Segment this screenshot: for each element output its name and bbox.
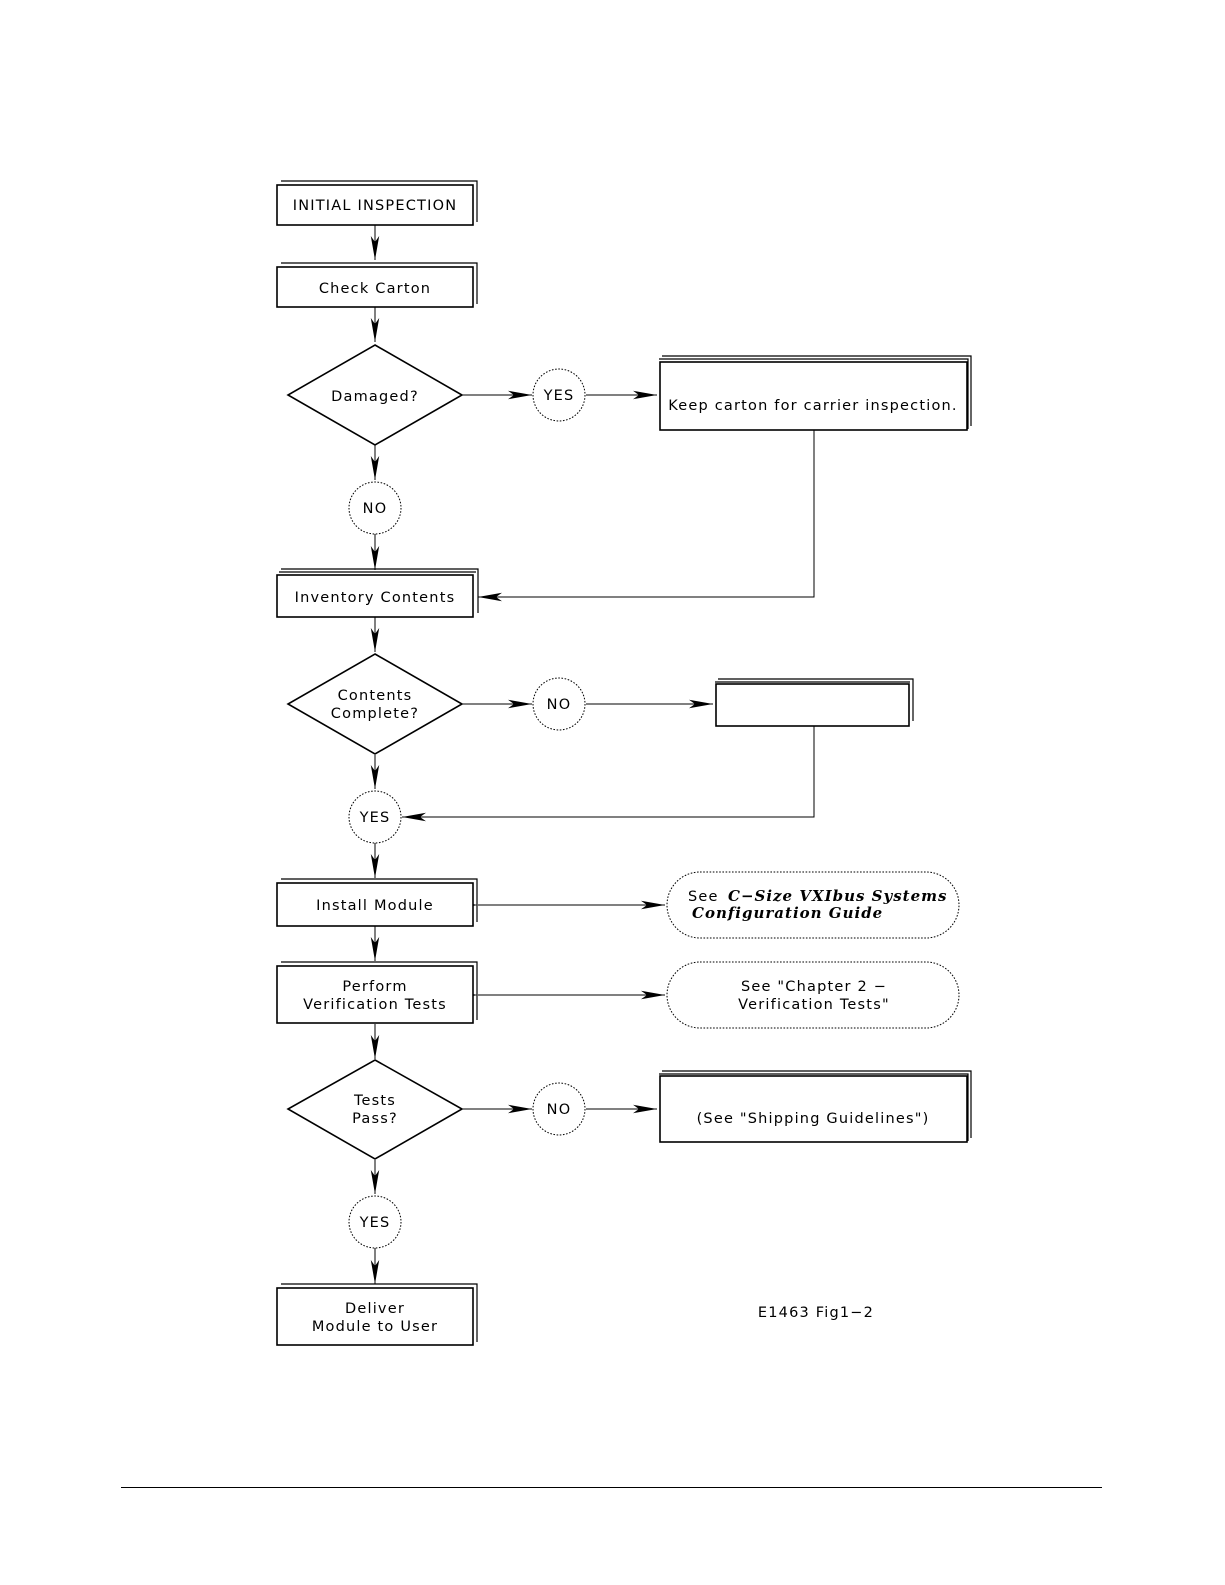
keep-carton-box: Keep carton for carrier inspection. xyxy=(659,355,972,431)
damaged-decision: Damaged? xyxy=(286,344,464,446)
tests-yes-connector: YES xyxy=(348,1195,402,1249)
damaged-no-label: NO xyxy=(363,501,388,517)
connectors xyxy=(370,225,815,1284)
inventory-contents-label: Inventory Contents xyxy=(295,590,456,606)
initial-inspection-label: INITIAL INSPECTION xyxy=(293,198,458,214)
shipping-label: (See "Shipping Guidelines") xyxy=(697,1111,930,1127)
inventory-contents-box: Inventory Contents xyxy=(276,568,479,618)
damaged-no-connector: NO xyxy=(348,481,402,535)
figure-id: E1463 Fig1−2 xyxy=(758,1305,874,1321)
contents-yes-connector: YES xyxy=(348,790,402,844)
install-module-label: Install Module xyxy=(316,898,434,914)
verification-note-2: Verification Tests" xyxy=(738,997,890,1013)
perform-label-2: Verification Tests xyxy=(303,997,447,1013)
perform-verification-box: Perform Verification Tests xyxy=(276,961,478,1024)
contents-no-label: NO xyxy=(547,697,572,713)
damaged-label: Damaged? xyxy=(331,389,419,405)
deliver-label-1: Deliver xyxy=(345,1301,405,1317)
verification-note-terminator: See "Chapter 2 − Verification Tests" xyxy=(666,961,960,1029)
contents-missing-box xyxy=(715,678,914,727)
tests-pass-decision: Tests Pass? xyxy=(286,1059,464,1160)
install-note-see: See xyxy=(688,889,719,905)
damaged-yes-connector: YES xyxy=(532,368,586,422)
initial-inspection-box: INITIAL INSPECTION xyxy=(276,180,478,226)
install-note-title-2: Configuration Guide xyxy=(692,904,883,922)
deliver-module-box: Deliver Module to User xyxy=(276,1283,478,1346)
check-carton-label: Check Carton xyxy=(319,281,431,297)
install-module-box: Install Module xyxy=(276,878,478,927)
tests-pass-label-1: Tests xyxy=(353,1093,396,1109)
deliver-label-2: Module to User xyxy=(312,1319,438,1335)
perform-label-1: Perform xyxy=(342,979,407,995)
install-note-title-1: C−Size VXIbus Systems xyxy=(728,887,947,905)
contents-complete-label-1: Contents xyxy=(338,688,413,704)
shipping-box: (See "Shipping Guidelines") xyxy=(659,1070,972,1143)
contents-complete-label-2: Complete? xyxy=(331,706,419,722)
contents-yes-label: YES xyxy=(359,810,391,826)
verification-note-1: See "Chapter 2 − xyxy=(741,979,887,995)
check-carton-box: Check Carton xyxy=(276,262,478,308)
damaged-yes-label: YES xyxy=(543,388,575,404)
contents-complete-decision: Contents Complete? xyxy=(286,653,464,755)
tests-no-label: NO xyxy=(547,1102,572,1118)
contents-no-connector: NO xyxy=(532,677,586,731)
tests-yes-label: YES xyxy=(359,1215,391,1231)
install-note-terminator: See C−Size VXIbus Systems Configuration … xyxy=(666,871,960,939)
footer-rule xyxy=(121,1487,1102,1488)
keep-carton-label: Keep carton for carrier inspection. xyxy=(668,398,957,414)
tests-no-connector: NO xyxy=(532,1082,586,1136)
tests-pass-label-2: Pass? xyxy=(352,1111,398,1127)
